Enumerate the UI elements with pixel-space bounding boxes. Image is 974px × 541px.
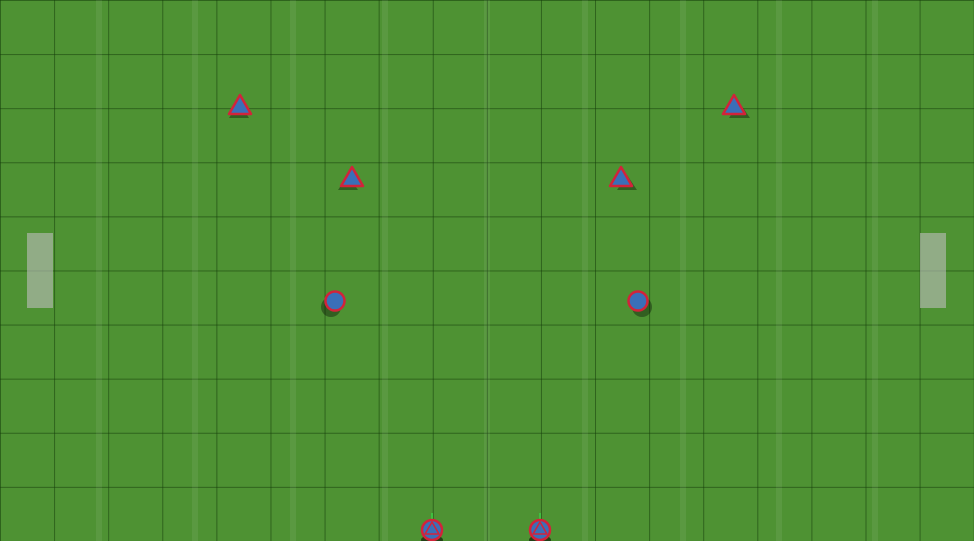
triangle-unit-icon[interactable]	[607, 164, 637, 192]
grass-stripe	[582, 0, 588, 541]
grass-stripe	[776, 0, 782, 541]
grass-stripe	[680, 0, 686, 541]
triangle-unit-icon[interactable]	[720, 92, 750, 120]
triangle-unit-icon[interactable]	[226, 92, 254, 120]
triangle-unit-icon[interactable]	[418, 513, 446, 541]
grass-stripe	[872, 0, 878, 541]
grass-stripe	[290, 0, 296, 541]
left-goal-post	[27, 233, 53, 308]
circle-unit-icon[interactable]	[321, 287, 349, 317]
grass-stripe	[382, 0, 388, 541]
circle-unit-icon[interactable]	[624, 287, 652, 317]
grass-stripe	[192, 0, 198, 541]
triangle-unit-icon[interactable]	[338, 164, 366, 192]
triangle-unit-icon[interactable]	[526, 513, 554, 541]
grass-stripe	[484, 0, 490, 541]
right-goal-post	[920, 233, 946, 308]
grass-stripe	[96, 0, 102, 541]
